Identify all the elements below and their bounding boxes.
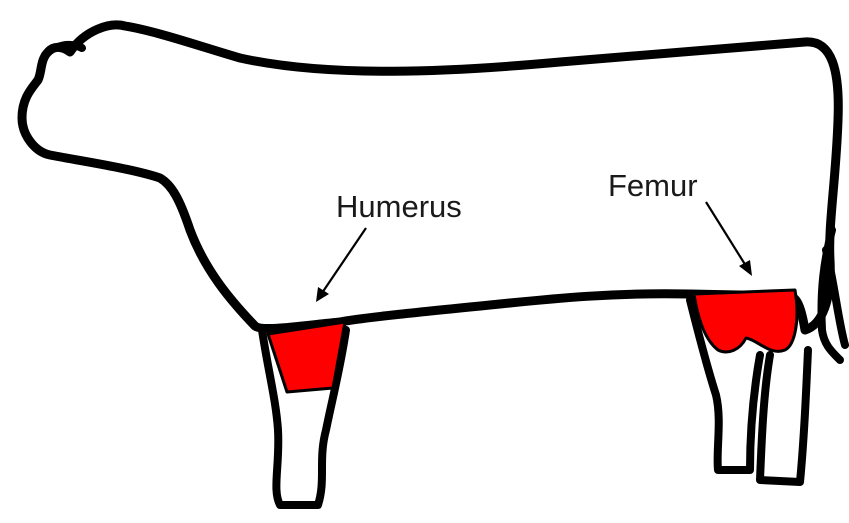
humerus-label: Humerus (336, 189, 462, 224)
humerus-bone-highlight (268, 322, 345, 392)
femur-label: Femur (608, 168, 698, 203)
cow-body-outline (22, 25, 838, 330)
femur-bone-highlight (694, 290, 797, 352)
back-leg-right-outline (760, 350, 808, 482)
